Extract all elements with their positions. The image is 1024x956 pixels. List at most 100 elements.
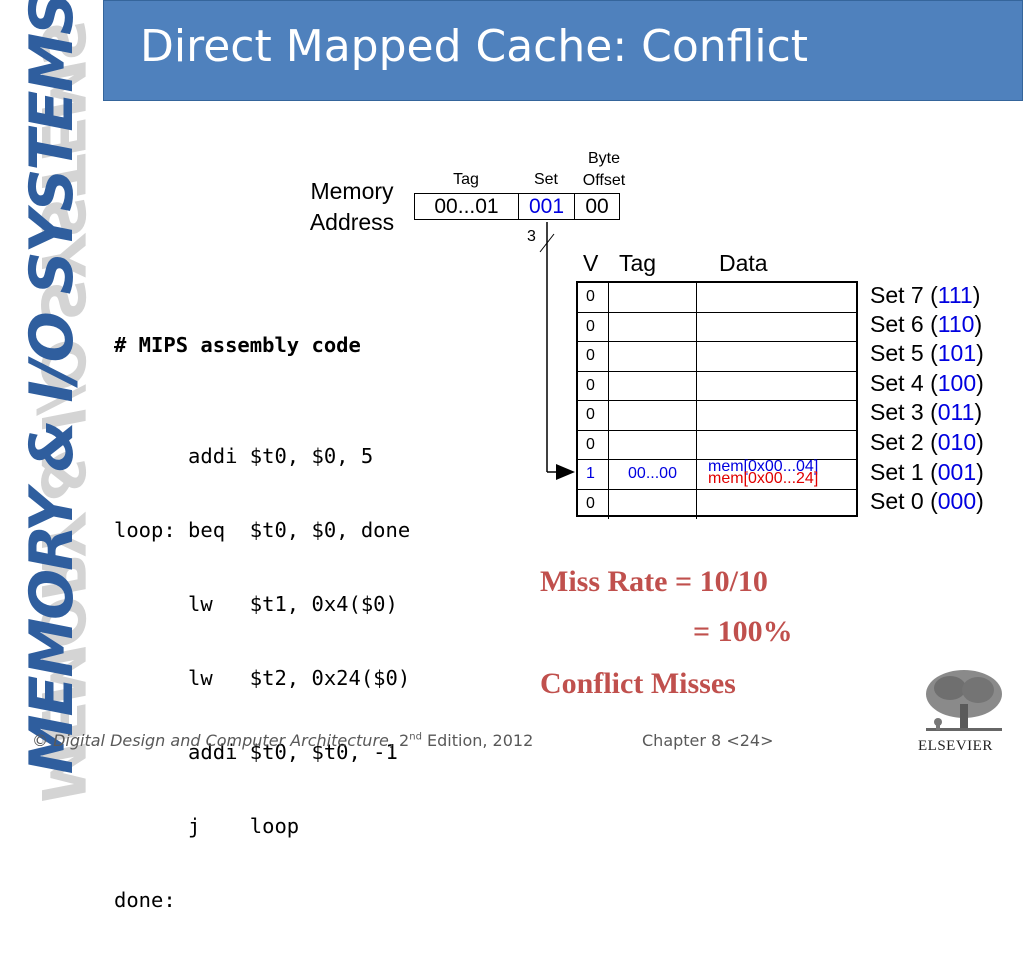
side-section-title: MEMORY & I/O SYSTEMS	[17, 0, 87, 775]
code-line: addi $t0, $t0, -1	[114, 740, 398, 764]
set-label-1: Set 1 (001)	[870, 459, 984, 486]
copyright-symbol: ©	[32, 731, 48, 750]
set-label-paren: )	[976, 340, 984, 366]
set-label-binary: 001	[937, 459, 977, 485]
set-label-binary: 110	[937, 311, 975, 337]
code-line: done:	[114, 888, 176, 912]
cache-valid-bit: 0	[578, 401, 609, 430]
publisher-tree-logo	[926, 670, 1002, 731]
cache-row-set-2: 0	[578, 430, 856, 460]
code-line: addi $t0, $0, 5	[114, 444, 374, 468]
set-label-binary: 100	[937, 370, 977, 396]
set-label-0: Set 0 (000)	[870, 488, 984, 515]
code-line: lw $t1, 0x4($0)	[114, 592, 398, 616]
cache-tag-cell	[609, 489, 697, 519]
miss-percent-text: = 100%	[693, 615, 793, 648]
set-label-4: Set 4 (100)	[870, 370, 984, 397]
cache-row-set-7: 0	[578, 283, 856, 313]
cache-data-second-block: mem[0x00...24]	[708, 470, 819, 487]
cache-valid-bit: 0	[578, 371, 609, 400]
address-offset-field: 00	[585, 194, 609, 218]
address-tag-field: 00...01	[415, 194, 519, 219]
edition-year: Edition, 2012	[421, 731, 534, 750]
set-label-text: Set 5 (	[870, 340, 938, 366]
set-label-paren: )	[976, 370, 984, 396]
cache-row-set-4: 0	[578, 371, 856, 401]
set-label-paren: )	[976, 488, 984, 514]
cache-col-valid-heading: V	[583, 250, 599, 276]
set-label-text: Set 2 (	[870, 429, 938, 455]
side-section-band	[0, 0, 100, 768]
cache-table: 0 0 0 0 0 0 1 00...00 mem[0x00...04] mem…	[576, 281, 858, 519]
slide-title: Direct Mapped Cache: Conflict	[140, 21, 809, 72]
set-label-paren: )	[976, 429, 984, 455]
memory-address-fields: 00...01 001 00	[414, 193, 620, 220]
code-heading: # MIPS assembly code	[114, 333, 361, 357]
address-tag-label: Tag	[453, 171, 479, 188]
code-line: lw $t2, 0x24($0)	[114, 666, 411, 690]
cache-data-cell	[697, 372, 856, 401]
cache-data-cell	[697, 283, 856, 312]
set-label-binary: 101	[937, 340, 977, 366]
cache-tag-cell	[609, 401, 697, 430]
memory-address-label-line1: Memory	[310, 178, 394, 204]
cache-row-set-5: 0	[578, 342, 856, 372]
set-label-7: Set 7 (111)	[870, 282, 980, 309]
set-label-binary: 111	[937, 282, 973, 308]
cache-valid-bit: 0	[578, 283, 609, 312]
set-label-6: Set 6 (110)	[870, 311, 982, 338]
title-banner: Direct Mapped Cache: Conflict	[103, 0, 1023, 101]
set-label-text: Set 6 (	[870, 311, 938, 337]
cache-col-tag-heading: Tag	[619, 250, 657, 276]
address-set-label: Set	[533, 171, 558, 188]
cache-data-cell	[697, 431, 856, 460]
set-bits-count: 3	[527, 228, 536, 245]
memory-address-label-line2: Address	[309, 209, 395, 235]
footer-citation: © Digital Design and Computer Architectu…	[32, 731, 533, 750]
set-label-paren: )	[974, 399, 983, 425]
cache-row-set-0: 0	[578, 489, 856, 519]
cache-col-data-heading: Data	[719, 250, 768, 276]
memory-address-label: Memory Address	[302, 176, 402, 238]
cache-row-set-1: 1 00...00 mem[0x00...04] mem[0x00...24]	[578, 458, 856, 490]
set-label-text: Set 3 (	[870, 399, 938, 425]
cache-valid-bit: 0	[578, 342, 609, 371]
set-label-text: Set 0 (	[870, 488, 938, 514]
code-line: loop: beq $t0, $0, done	[114, 518, 411, 542]
edition-ordinal: nd	[409, 731, 422, 743]
address-set-field: 001	[519, 194, 575, 219]
cache-tag-cell	[609, 430, 697, 459]
code-line: j loop	[114, 814, 300, 838]
cache-data-cell: mem[0x00...04] mem[0x00...24]	[697, 458, 856, 489]
set-label-paren: )	[972, 282, 981, 308]
cache-valid-bit: 0	[578, 430, 609, 459]
cache-data-cell	[697, 313, 856, 342]
set-label-3: Set 3 (011)	[870, 399, 982, 426]
cache-data-cell	[697, 342, 856, 371]
set-label-paren: )	[974, 311, 983, 337]
set-label-2: Set 2 (010)	[870, 429, 984, 456]
cache-data-first-block: mem[0x00...04]	[708, 458, 819, 475]
address-offset-label-line1: Byte	[587, 150, 620, 167]
miss-rate-text: Miss Rate = 10/10	[540, 565, 768, 598]
set-arrow-head	[556, 464, 575, 480]
set-label-binary: 011	[937, 399, 975, 425]
cache-valid-bit: 1	[578, 460, 609, 489]
set-label-binary: 000	[937, 488, 977, 514]
set-label-5: Set 5 (101)	[870, 340, 984, 367]
set-label-binary: 010	[937, 429, 977, 455]
address-offset-label: Byte Offset	[576, 148, 632, 192]
cache-row-set-3: 0	[578, 401, 856, 431]
set-label-text: Set 1 (	[870, 459, 938, 485]
chapter-page-number: Chapter 8 <24>	[642, 731, 774, 750]
set-label-text: Set 7 (	[870, 282, 938, 308]
cache-tag-cell	[609, 371, 697, 400]
cache-valid-bit: 0	[578, 489, 609, 519]
address-offset-label-line2: Offset	[582, 172, 626, 189]
cache-tag-cell	[609, 312, 697, 341]
book-title: Digital Design and Computer Architecture	[53, 731, 389, 750]
set-label-paren: )	[976, 459, 984, 485]
cache-valid-bit: 0	[578, 312, 609, 341]
cache-row-set-6: 0	[578, 312, 856, 342]
cache-tag-cell	[609, 342, 697, 371]
